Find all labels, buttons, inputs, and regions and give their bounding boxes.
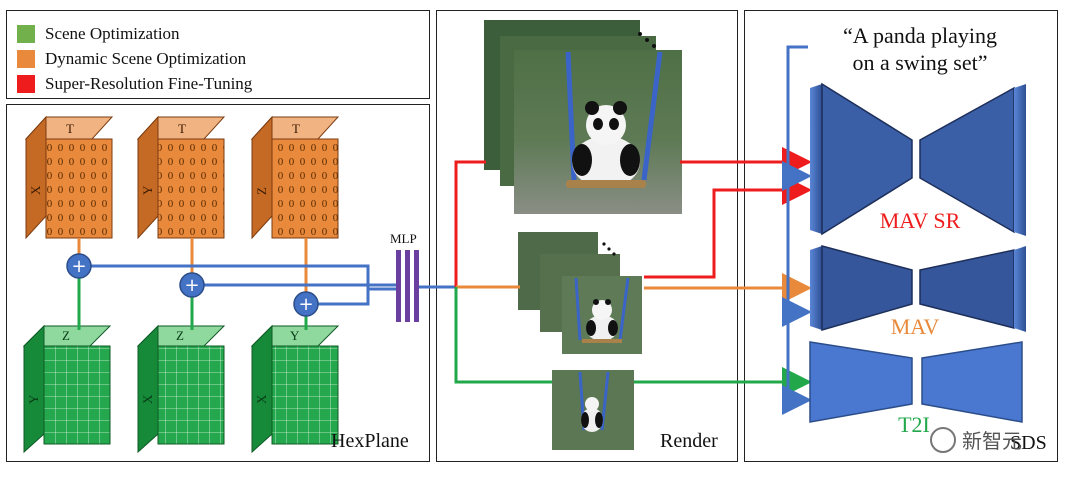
render-frame-t2i (552, 370, 634, 450)
cube6-side-label: X (254, 394, 269, 404)
svg-text:+: + (298, 294, 313, 315)
legend-label: Super-Resolution Fine-Tuning (45, 74, 253, 93)
cube5-top-label: Z (176, 328, 184, 343)
render-frames-low-res (518, 232, 642, 354)
legend-item-dynamic-scene-optimization: Dynamic Scene Optimization (17, 49, 246, 69)
cube3-side-label: Z (254, 187, 269, 195)
plus-node-1: + (66, 253, 92, 279)
legend-swatch-green (17, 25, 35, 43)
prompt-line-1: “A panda playing (843, 23, 997, 48)
red-arrow-2 (644, 175, 812, 279)
watermark: 新智元 (930, 425, 1022, 454)
green-plane-cube-1 (22, 324, 112, 454)
green-path-left (454, 287, 552, 384)
cube1-top-label: T (66, 121, 74, 136)
blue-feature-lines (79, 264, 396, 306)
legend-panel: Scene Optimization Dynamic Scene Optimiz… (6, 10, 430, 99)
plus-node-2: + (179, 272, 205, 298)
mlp-block (396, 250, 419, 322)
cube2-side-label: Y (140, 185, 155, 195)
legend-label: Dynamic Scene Optimization (45, 49, 247, 68)
cube1-side-label: X (28, 185, 43, 195)
orange-plane-cube-3 (250, 115, 340, 240)
model-label-mav-sr: MAV SR (880, 208, 961, 233)
mlp-label: MLP (390, 231, 417, 246)
prompt-line-2: on a swing set” (852, 50, 988, 75)
model-label-mav: MAV (891, 314, 940, 339)
svg-text:+: + (184, 275, 199, 296)
legend-swatch-red (17, 75, 35, 93)
unet-t2i (809, 341, 1023, 423)
orange-plane-cube-1 (24, 115, 114, 240)
legend-item-scene-optimization: Scene Optimization (17, 24, 180, 44)
cube3-top-label: T (292, 121, 300, 136)
unet-mav-sr (810, 82, 1026, 236)
orange-plane-cube-2 (136, 115, 226, 240)
cube4-top-label: Z (62, 328, 70, 343)
red-path-left (454, 160, 486, 287)
cube4-side-label: Y (26, 394, 41, 404)
green-plane-cube-3 (250, 324, 340, 454)
legend-swatch-orange (17, 50, 35, 68)
model-label-t2i: T2I (898, 412, 930, 437)
svg-text:+: + (71, 256, 86, 277)
blue-prompt-connector (782, 45, 812, 415)
sds-title: SDS (1010, 432, 1047, 454)
cube6-top-label: Y (290, 328, 300, 343)
cube2-top-label: T (178, 121, 186, 136)
legend-item-super-resolution: Super-Resolution Fine-Tuning (17, 74, 252, 94)
green-plane-cube-2 (136, 324, 226, 454)
plus-node-3: + (293, 291, 319, 317)
watermark-text: 新智元 (962, 429, 1022, 453)
hexplane-title: HexPlane (331, 430, 409, 452)
cube5-side-label: X (140, 394, 155, 404)
render-title: Render (660, 430, 718, 452)
text-prompt: “A panda playing on a swing set” (810, 22, 1030, 76)
render-frames-high-res (484, 20, 682, 214)
legend-label: Scene Optimization (45, 24, 180, 43)
unet-mav (810, 245, 1026, 332)
wechat-icon (930, 426, 956, 453)
